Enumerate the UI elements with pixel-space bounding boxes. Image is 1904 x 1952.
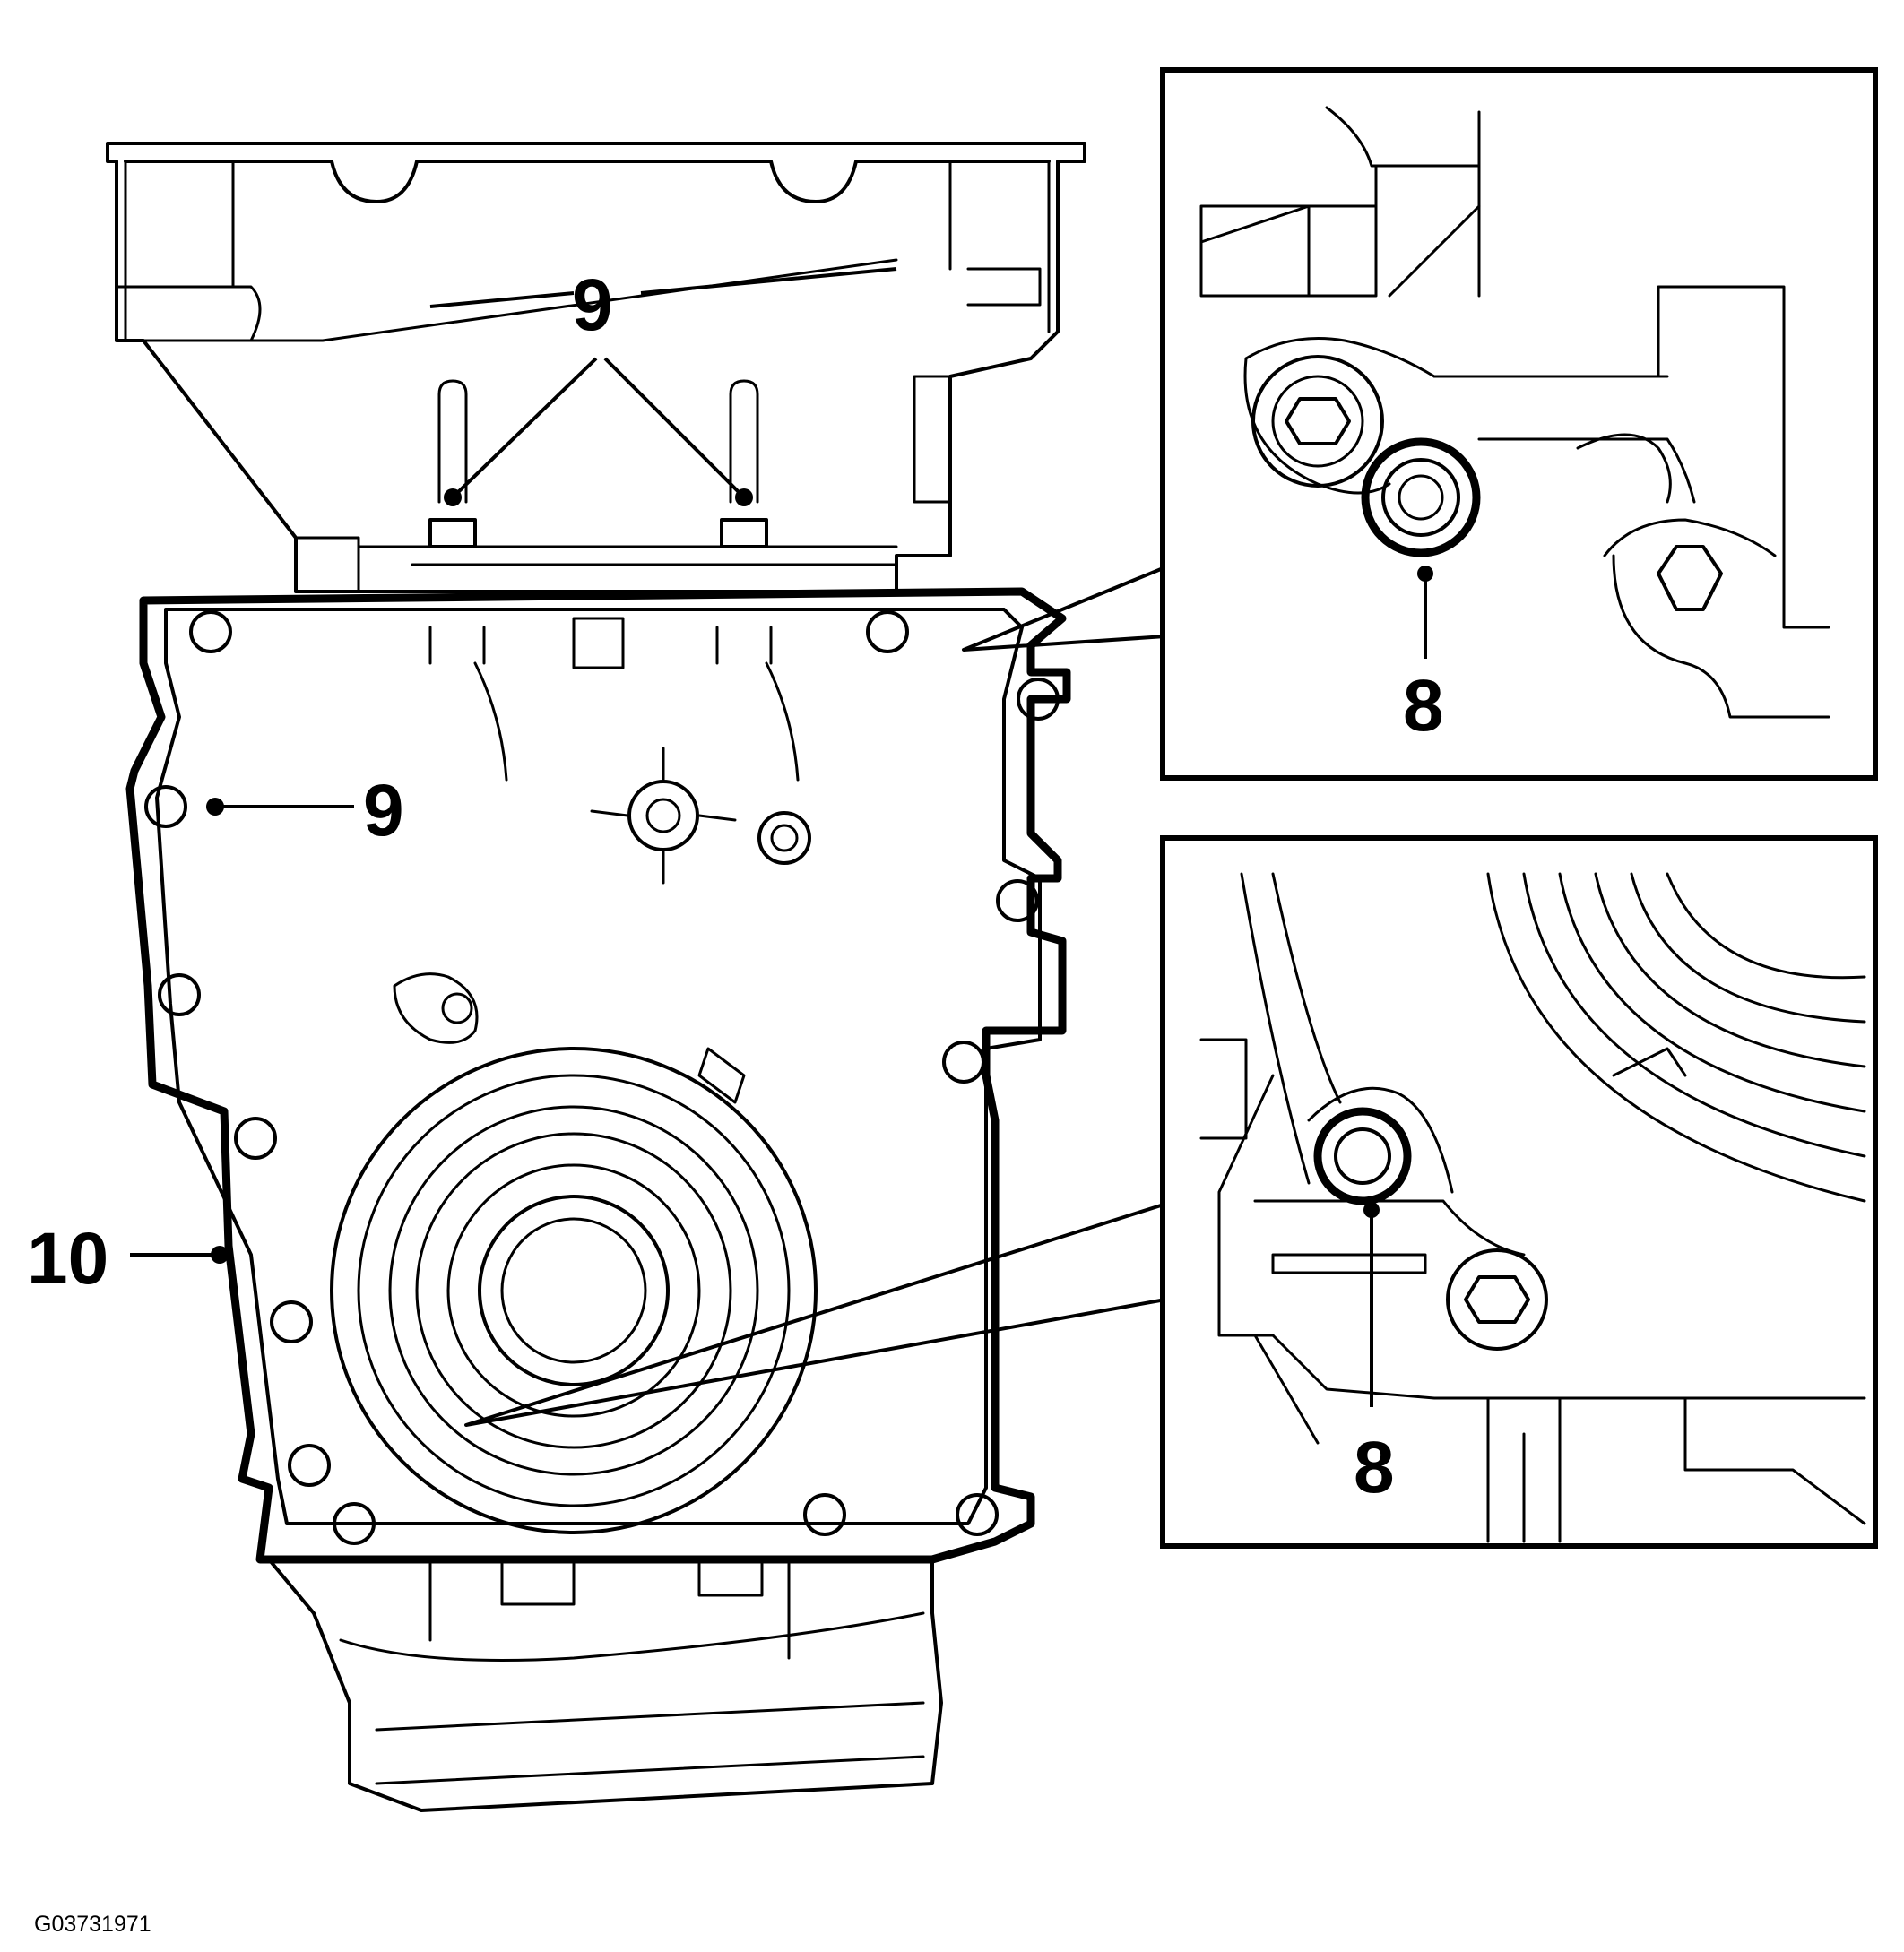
- cover-bolts: [144, 610, 1060, 1545]
- oil-pan: [267, 1558, 943, 1812]
- leader-9-top-b: [603, 357, 746, 499]
- upper-inset-detail: [1160, 67, 1878, 781]
- leader-9-top-a: [451, 357, 598, 499]
- callout-8-upper: 8: [1403, 665, 1444, 747]
- callout-9-top: 9: [572, 264, 613, 346]
- figure-id: G03731971: [34, 1912, 151, 1937]
- engine-block-illustration: [106, 142, 1167, 1812]
- callout-10: 10: [27, 1218, 108, 1300]
- inset-pointer-upper: [962, 567, 1167, 652]
- callout-9-left: 9: [363, 770, 404, 851]
- inset-pointer-lower: [464, 1204, 1167, 1427]
- front-cover: [125, 587, 1071, 1564]
- upper-engine-block: [106, 142, 1086, 593]
- leader-9-top: [429, 267, 897, 308]
- callout-8-lower: 8: [1354, 1427, 1395, 1508]
- lower-inset-detail: [1160, 835, 1878, 1549]
